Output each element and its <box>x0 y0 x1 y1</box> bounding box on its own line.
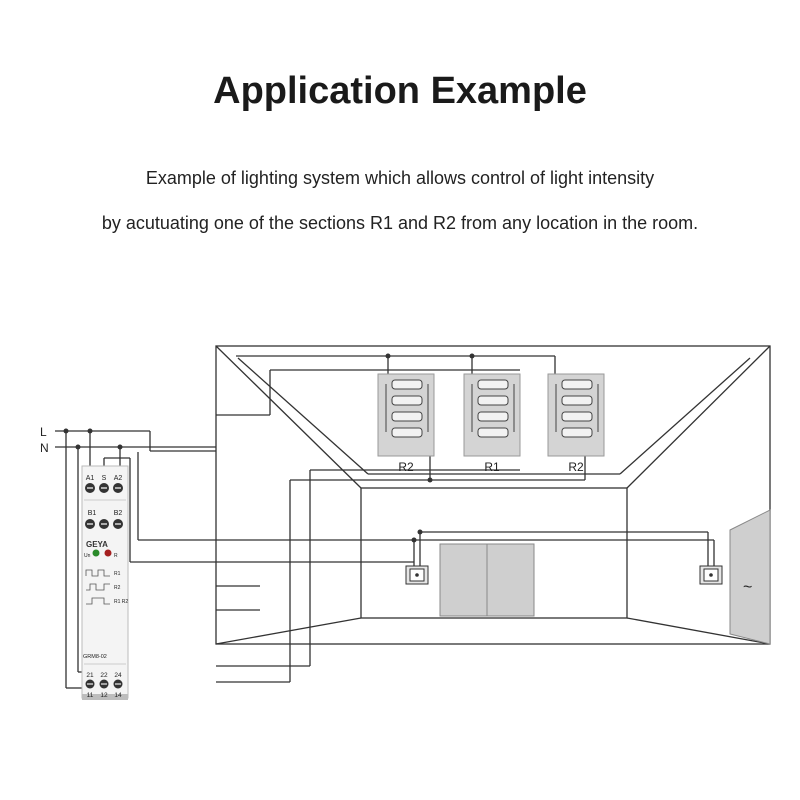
room-outline <box>215 345 771 645</box>
terminal-label: A1 <box>86 475 95 482</box>
page-title: Application Example <box>213 70 587 112</box>
terminal-label: S <box>102 475 107 482</box>
mode-label: R1 <box>114 571 121 577</box>
relay-led-icon <box>104 549 112 557</box>
relay-model: GRM8-02 <box>83 654 107 660</box>
terminal-label: 11 <box>87 692 94 699</box>
relay-module: A1 S A2 B1 B2 GEYA Un R R1 R2 <box>81 465 129 700</box>
lamp-group-2: R1 <box>463 373 521 474</box>
switch-wires <box>216 531 715 568</box>
supply-wires <box>55 430 216 689</box>
terminal-label: 21 <box>86 672 94 679</box>
push-button-left <box>405 565 429 585</box>
push-button-right <box>699 565 723 585</box>
terminal-label: B2 <box>114 510 123 517</box>
terminal-label: A2 <box>114 475 123 482</box>
description-line-2: by acutuating one of the sections R1 and… <box>101 213 699 233</box>
label-n: N <box>40 441 49 455</box>
lamp-group-3: R2 <box>547 373 605 474</box>
junction-dots <box>63 353 475 543</box>
mode-waveform-icon <box>85 569 110 605</box>
lamp-group-1: R2 <box>377 373 435 474</box>
wall-outlet: ~ <box>729 509 771 645</box>
indicator-label: Un <box>84 553 91 559</box>
terminal-label: 24 <box>114 672 122 679</box>
lamp-group-label: R2 <box>398 460 414 474</box>
label-l: L <box>40 425 47 439</box>
lamp-group-label: R2 <box>568 460 584 474</box>
power-led-icon <box>92 549 100 557</box>
mode-label: R2 <box>114 585 121 591</box>
terminal-label: 12 <box>100 692 108 699</box>
mode-label: R1 R2 <box>114 599 128 605</box>
indicator-label: R <box>114 553 118 559</box>
terminal-label: 14 <box>114 692 122 699</box>
terminal-label: 22 <box>100 672 108 679</box>
description-line-1: Example of lighting system which allows … <box>145 168 655 188</box>
brand-logo: GEYA <box>86 540 108 549</box>
ceiling-wires <box>216 355 586 683</box>
lamp-group-label: R1 <box>484 460 500 474</box>
ac-symbol: ~ <box>743 579 752 596</box>
terminal-label: B1 <box>88 510 97 517</box>
door <box>439 543 535 617</box>
